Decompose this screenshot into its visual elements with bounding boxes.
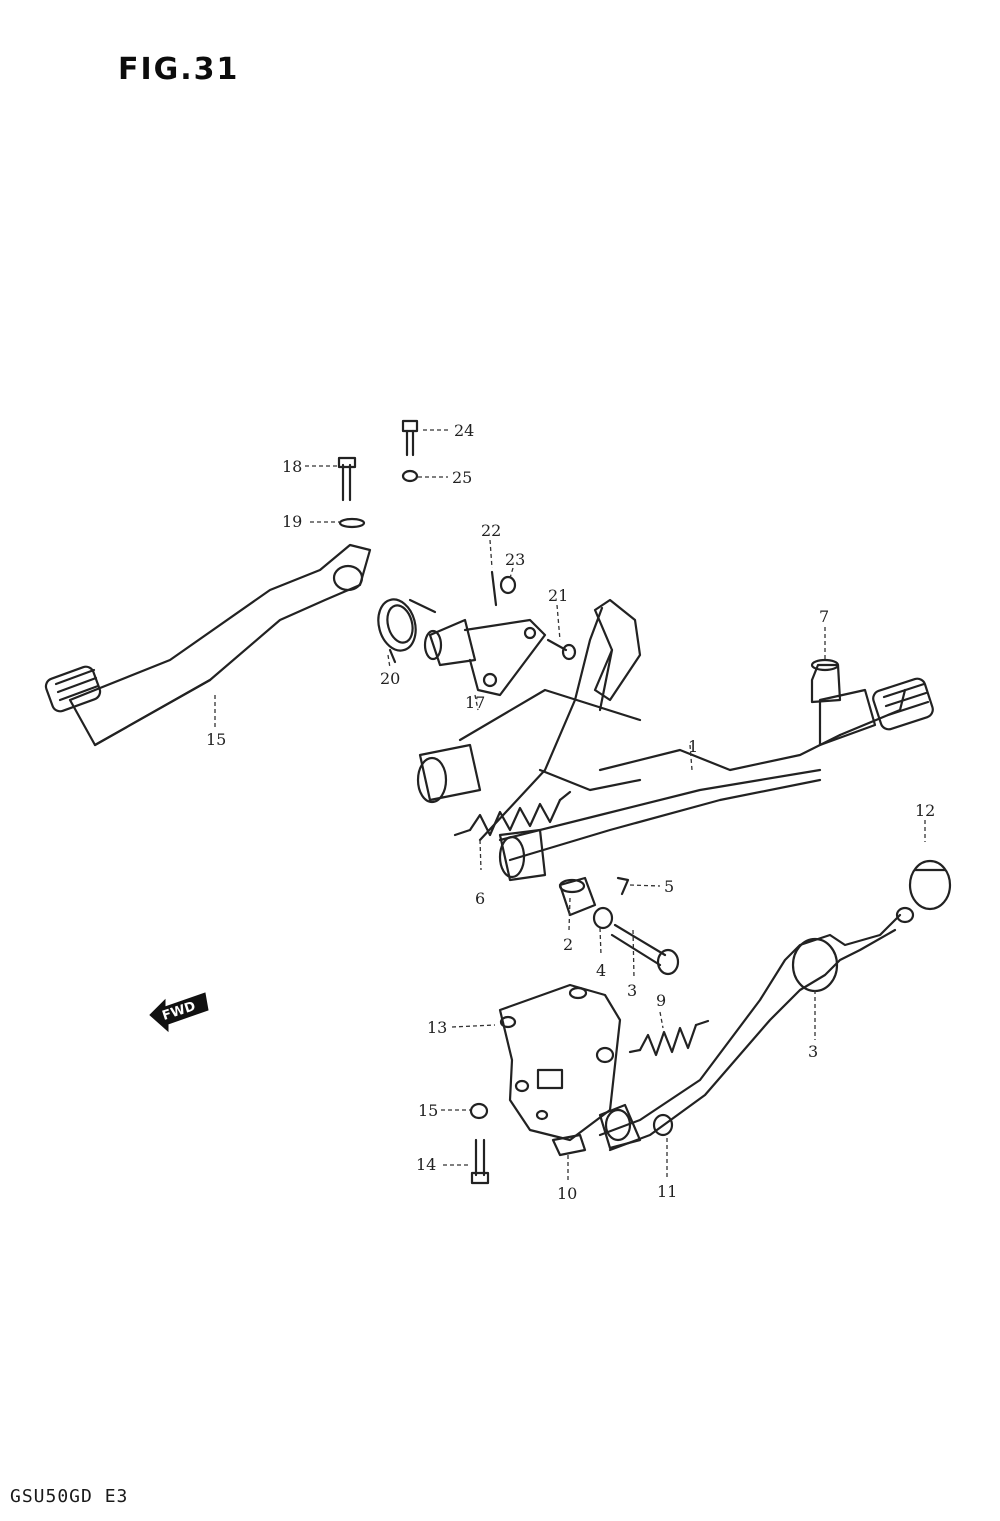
callout-24: 24: [454, 421, 474, 440]
washer-11: [652, 1113, 674, 1137]
washer-19: [338, 517, 366, 529]
bolt-3-upper: [610, 923, 680, 976]
spring-6: [453, 790, 572, 837]
callout-19: 19: [282, 512, 302, 531]
spring-9: [628, 1019, 710, 1057]
callout-2: 2: [563, 935, 573, 954]
callout-17: 17: [465, 693, 485, 712]
callout-10: 10: [557, 1184, 577, 1203]
callout-15: 15: [418, 1101, 438, 1120]
pin-5: [616, 876, 630, 896]
callout-21: 21: [548, 586, 568, 605]
bracket-13: [498, 983, 622, 1142]
callout-20: 20: [380, 669, 400, 688]
washer-15-lower: [469, 1102, 489, 1120]
figure-title: FIG.31: [118, 52, 240, 87]
fwd-arrow-icon: [149, 992, 209, 1033]
callout-5: 5: [664, 877, 674, 896]
bolt-14: [470, 1138, 490, 1185]
cap-12: [908, 859, 952, 911]
shaft-arm-17: [423, 618, 547, 697]
side-stand-3: [598, 906, 915, 1152]
callout-4: 4: [596, 961, 606, 980]
bolt-24: [401, 419, 419, 457]
washer-4: [592, 906, 614, 930]
washer-25: [401, 469, 419, 483]
callout-labels: 1 2 3 3 4 5 6 7 9 10 11 12 13 14 15 15 1…: [206, 421, 935, 1203]
callout-6: 6: [475, 889, 485, 908]
nut-10: [551, 1133, 587, 1157]
callout-9: 9: [656, 991, 666, 1010]
bolt-21: [546, 638, 577, 661]
callout-13: 13: [427, 1018, 447, 1037]
center-stand-1: [416, 598, 934, 882]
left-footrest-lever: [44, 543, 372, 747]
leader-lines: [214, 429, 926, 1180]
callout-22: 22: [481, 521, 501, 540]
callout-15: 15: [206, 730, 226, 749]
bolt-18: [337, 456, 357, 502]
callout-11: 11: [657, 1182, 677, 1201]
callout-25: 25: [452, 468, 472, 487]
callout-1: 1: [688, 737, 698, 756]
pin-22: [490, 570, 498, 607]
callout-7: 7: [819, 607, 829, 626]
bushing-2: [558, 876, 597, 917]
callout-14: 14: [416, 1155, 436, 1174]
callout-18: 18: [282, 457, 302, 476]
callout-3: 3: [627, 981, 637, 1000]
washer-23: [499, 575, 517, 595]
rubber-7: [810, 658, 842, 704]
model-code: GSU50GD E3: [10, 1486, 129, 1507]
spring-clip-20: [377, 598, 437, 664]
callout-23: 23: [505, 550, 525, 569]
callout-3: 3: [808, 1042, 818, 1061]
callout-12: 12: [915, 801, 935, 820]
